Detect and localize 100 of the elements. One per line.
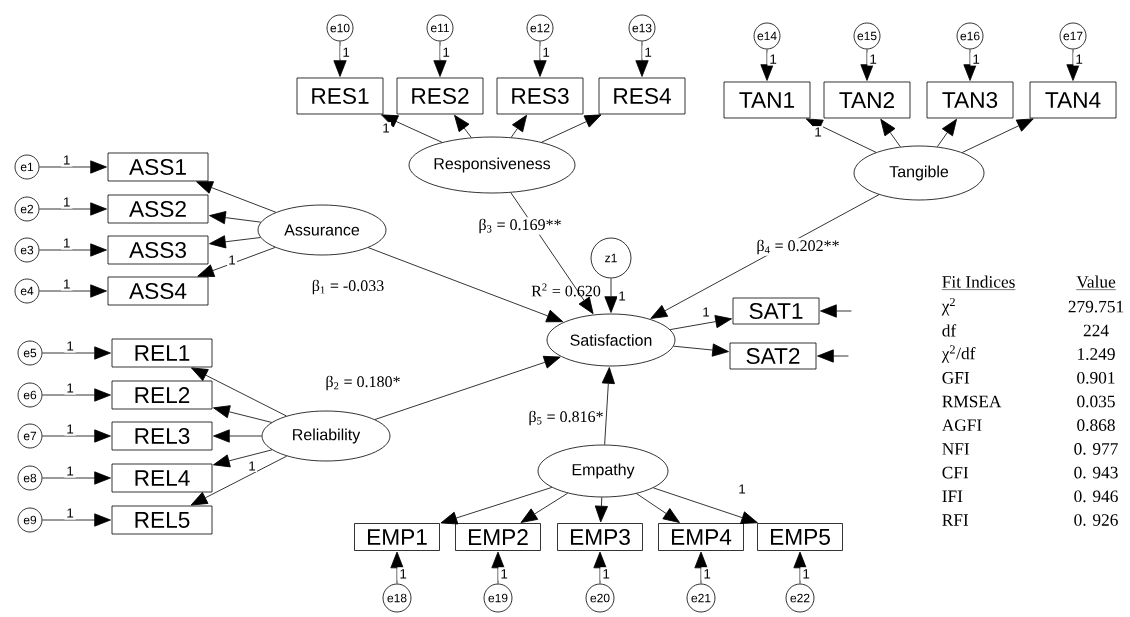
- table-cell: χ$^{2}$/df: [941, 345, 976, 363]
- indicator-box: SAT1: [732, 297, 820, 325]
- table-cell: GFI: [942, 372, 970, 384]
- indicator-box: REL5: [111, 505, 213, 535]
- arrow: [454, 114, 472, 138]
- arrow: [191, 367, 287, 417]
- arrow: [1066, 49, 1080, 81]
- arrow: [196, 181, 277, 213]
- arrow: [491, 551, 505, 584]
- arrow: [604, 278, 618, 313]
- indicator-box: EMP2: [455, 523, 541, 551]
- arrow: [440, 487, 553, 525]
- arrow: [805, 118, 877, 153]
- indicator-box: REL4: [111, 463, 213, 493]
- edge-label: 1: [64, 339, 76, 353]
- table-cell: 0.901: [1077, 371, 1115, 384]
- arrow: [381, 114, 443, 143]
- edge-label: 1: [767, 52, 779, 66]
- arrow: [650, 194, 880, 319]
- indicator-box: RES4: [598, 77, 686, 115]
- arrow: [39, 202, 107, 216]
- arrow: [390, 551, 404, 584]
- arrow: [652, 487, 758, 524]
- edge-label: 1: [60, 195, 73, 209]
- table-cell: RFI: [942, 514, 969, 526]
- arrow: [213, 405, 273, 423]
- arrow: [601, 367, 615, 445]
- arrow: [860, 49, 874, 81]
- edge-label: 1: [736, 483, 748, 495]
- edge-label: 1: [226, 254, 238, 266]
- edge-label: 1: [540, 45, 552, 59]
- table-cell: NFI: [942, 443, 970, 455]
- indicator-box: REL3: [111, 421, 213, 451]
- table-cell: 0. 926: [1074, 514, 1118, 526]
- edge-label: 1: [60, 153, 73, 167]
- edge-label: β$_{3}$ = 0.169**: [477, 217, 563, 235]
- edge-label: 1: [800, 567, 812, 581]
- arrow: [635, 41, 649, 77]
- indicator-box: ASS1: [107, 152, 209, 182]
- arrow: [510, 114, 527, 138]
- edge-label: 1: [642, 45, 654, 59]
- indicator-box: ASS4: [107, 276, 209, 306]
- edge-label: 1: [1073, 52, 1085, 66]
- table-cell: 1.249: [1078, 348, 1115, 360]
- indicator-box: EMP4: [658, 523, 744, 551]
- arrow: [937, 118, 957, 148]
- edge-label: 1: [64, 381, 76, 395]
- indicator-box: RES1: [296, 77, 384, 115]
- arrow: [963, 49, 977, 81]
- indicator-box: TAN1: [723, 81, 811, 119]
- indicator-box: ASS2: [107, 194, 209, 224]
- table-cell: AGFI: [941, 419, 982, 432]
- indicator-box: EMP3: [557, 523, 643, 551]
- table-cell: 0. 943: [1074, 466, 1118, 479]
- edge-label: 1: [498, 567, 510, 581]
- arrow: [374, 355, 561, 420]
- indicator-box: EMP1: [354, 523, 440, 551]
- table-cell: CFI: [942, 466, 969, 479]
- arrow: [190, 455, 288, 506]
- arrow: [39, 284, 107, 298]
- arrow: [213, 429, 262, 443]
- indicator-box: ASS3: [107, 235, 209, 265]
- edge-label: 1: [812, 126, 824, 138]
- edge-label: 1: [340, 45, 352, 59]
- table-cell: IFI: [942, 490, 963, 502]
- arrow: [39, 160, 107, 174]
- arrow: [42, 346, 111, 360]
- arrow: [433, 41, 447, 77]
- edge-label: 1: [970, 52, 982, 66]
- arrow: [213, 449, 273, 468]
- arrow: [541, 114, 602, 143]
- arrow: [636, 493, 680, 523]
- indicator-box: TAN3: [926, 81, 1014, 119]
- arrow: [880, 118, 901, 148]
- table-cell: 279.751: [1068, 300, 1124, 313]
- arrow: [820, 304, 852, 318]
- indicator-box: TAN2: [823, 81, 911, 119]
- arrow: [42, 429, 111, 443]
- indicator-box: EMP5: [757, 523, 843, 551]
- arrow: [961, 118, 1034, 153]
- arrow: [510, 192, 594, 315]
- edge-label: 1: [616, 290, 628, 302]
- edge-label: 1: [60, 277, 73, 291]
- arrow: [333, 41, 347, 77]
- edge-label: 1: [380, 122, 392, 134]
- edge-label: 1: [60, 236, 73, 250]
- arrow: [669, 315, 732, 330]
- arrow: [694, 551, 708, 584]
- edge-label: 1: [440, 45, 452, 59]
- arrow: [533, 41, 547, 77]
- edge-label: 1: [867, 52, 879, 66]
- indicator-box: TAN4: [1029, 81, 1117, 119]
- arrow: [520, 492, 569, 523]
- edge-label: β$_{5}$ = 0.816*: [527, 409, 605, 427]
- table-cell: 0. 977: [1074, 443, 1118, 455]
- arrow: [42, 388, 111, 402]
- arrow: [673, 343, 729, 357]
- indicator-box: SAT2: [729, 342, 817, 370]
- indicator-box: REL1: [111, 338, 213, 368]
- edge-label: 1: [701, 567, 713, 581]
